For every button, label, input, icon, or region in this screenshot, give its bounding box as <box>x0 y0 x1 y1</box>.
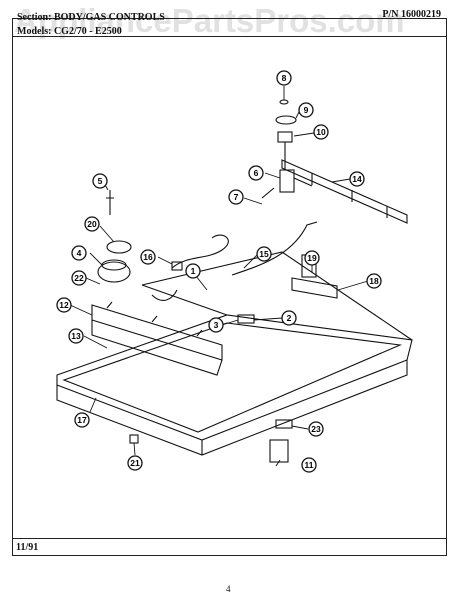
section-label: Section: <box>17 12 52 23</box>
svg-text:10: 10 <box>316 127 326 137</box>
callout-5: 5 <box>92 173 108 189</box>
clip-part <box>237 314 255 324</box>
exploded-parts-diagram: 1 2 3 4 5 6 7 8 9 10 11 12 13 14 15 16 1… <box>56 70 413 473</box>
foot-part <box>129 434 139 444</box>
svg-text:4: 4 <box>77 248 82 258</box>
svg-text:19: 19 <box>307 253 317 263</box>
svg-text:1: 1 <box>191 266 196 276</box>
callout-13: 13 <box>68 328 84 344</box>
callout-4: 4 <box>71 245 87 261</box>
svg-text:5: 5 <box>98 176 103 186</box>
callout-16: 16 <box>140 249 156 265</box>
callout-2: 2 <box>281 310 297 326</box>
header-divider <box>12 36 447 37</box>
page-frame <box>12 18 447 556</box>
section-heading: Section: BODY/GAS CONTROLS <box>17 12 165 23</box>
callout-17: 17 <box>74 412 90 428</box>
wiring-harness-part <box>151 221 318 301</box>
svg-text:9: 9 <box>304 105 309 115</box>
thermostat-part <box>97 259 131 283</box>
svg-text:18: 18 <box>369 276 379 286</box>
valve-part <box>261 169 313 199</box>
svg-text:22: 22 <box>74 273 84 283</box>
svg-text:3: 3 <box>214 320 219 330</box>
callout-6: 6 <box>248 165 264 181</box>
svg-text:16: 16 <box>143 252 153 262</box>
callout-7: 7 <box>228 189 244 205</box>
svg-text:11: 11 <box>305 460 314 470</box>
callout-9: 9 <box>298 102 314 118</box>
svg-text:8: 8 <box>282 73 287 83</box>
callout-21: 21 <box>127 455 143 471</box>
callout-22: 22 <box>71 270 87 286</box>
models-label: Models: <box>17 26 52 37</box>
callout-15: 15 <box>256 246 272 262</box>
svg-text:13: 13 <box>71 331 81 341</box>
screw-part <box>106 190 114 215</box>
revision-date: 11/91 <box>16 542 39 553</box>
svg-text:14: 14 <box>352 174 362 184</box>
callout-19: 19 <box>304 250 320 266</box>
svg-text:21: 21 <box>130 458 140 468</box>
bottom-pan-part <box>56 251 413 456</box>
rear-rail-part <box>281 159 408 224</box>
svg-text:23: 23 <box>311 424 321 434</box>
leader-lines <box>69 86 369 467</box>
callout-14: 14 <box>349 171 365 187</box>
footer-divider <box>12 538 447 539</box>
svg-text:15: 15 <box>259 249 269 259</box>
svg-text:17: 17 <box>77 415 87 425</box>
callout-23: 23 <box>308 421 324 437</box>
callout-18: 18 <box>366 273 382 289</box>
models-value: CG2/70 - E2500 <box>53 26 122 37</box>
svg-text:20: 20 <box>87 219 97 229</box>
valve-stem-parts <box>275 99 297 170</box>
svg-text:12: 12 <box>59 300 69 310</box>
models-heading: Models: CG2/70 - E2500 <box>17 26 122 37</box>
callout-3: 3 <box>208 317 224 333</box>
svg-text:6: 6 <box>254 168 259 178</box>
callout-8: 8 <box>276 70 292 86</box>
callout-20: 20 <box>84 216 100 232</box>
callout-10: 10 <box>313 124 329 140</box>
watermark: AppliancePartsPros.com <box>14 2 405 39</box>
svg-text:7: 7 <box>234 192 239 202</box>
section-value: BODY/GAS CONTROLS <box>53 12 165 23</box>
part-number: P/N 16000219 <box>382 9 441 20</box>
svg-text:2: 2 <box>287 313 292 323</box>
gasket-ring-part <box>106 240 132 254</box>
callout-11: 11 <box>301 457 317 473</box>
front-bracket-part <box>91 301 223 376</box>
callout-12: 12 <box>56 297 72 313</box>
page-number: 4 <box>226 584 231 594</box>
spark-module-part <box>269 419 293 463</box>
callout-1: 1 <box>185 263 201 279</box>
